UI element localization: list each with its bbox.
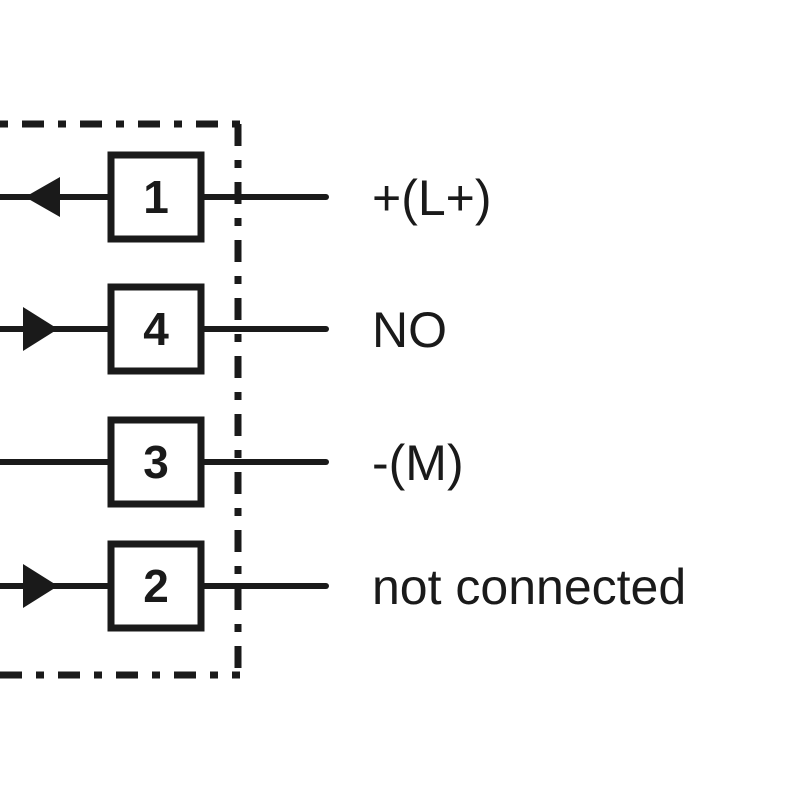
pin-row-1: 1 +(L+) — [0, 151, 492, 243]
pin-label: not connected — [372, 559, 686, 615]
pin-number: 4 — [143, 303, 169, 355]
arrow-left-icon — [25, 177, 60, 217]
arrow-right-icon — [23, 564, 58, 608]
pin-label: -(M) — [372, 435, 464, 491]
pin-label: +(L+) — [372, 170, 492, 226]
pin-box — [107, 151, 205, 243]
pin-box — [107, 416, 205, 508]
pin-label: NO — [372, 302, 447, 358]
pin-number: 2 — [143, 560, 169, 612]
pin-number: 3 — [143, 436, 169, 488]
pin-row-3: 3 -(M) — [0, 416, 464, 508]
pin-row-4: 4 NO — [0, 283, 447, 375]
pin-row-2: 2 not connected — [0, 540, 686, 632]
pin-number: 1 — [143, 171, 169, 223]
housing-boundary — [0, 120, 242, 679]
pin-box — [107, 283, 205, 375]
pin-box — [107, 540, 205, 632]
arrow-right-icon — [23, 307, 58, 351]
